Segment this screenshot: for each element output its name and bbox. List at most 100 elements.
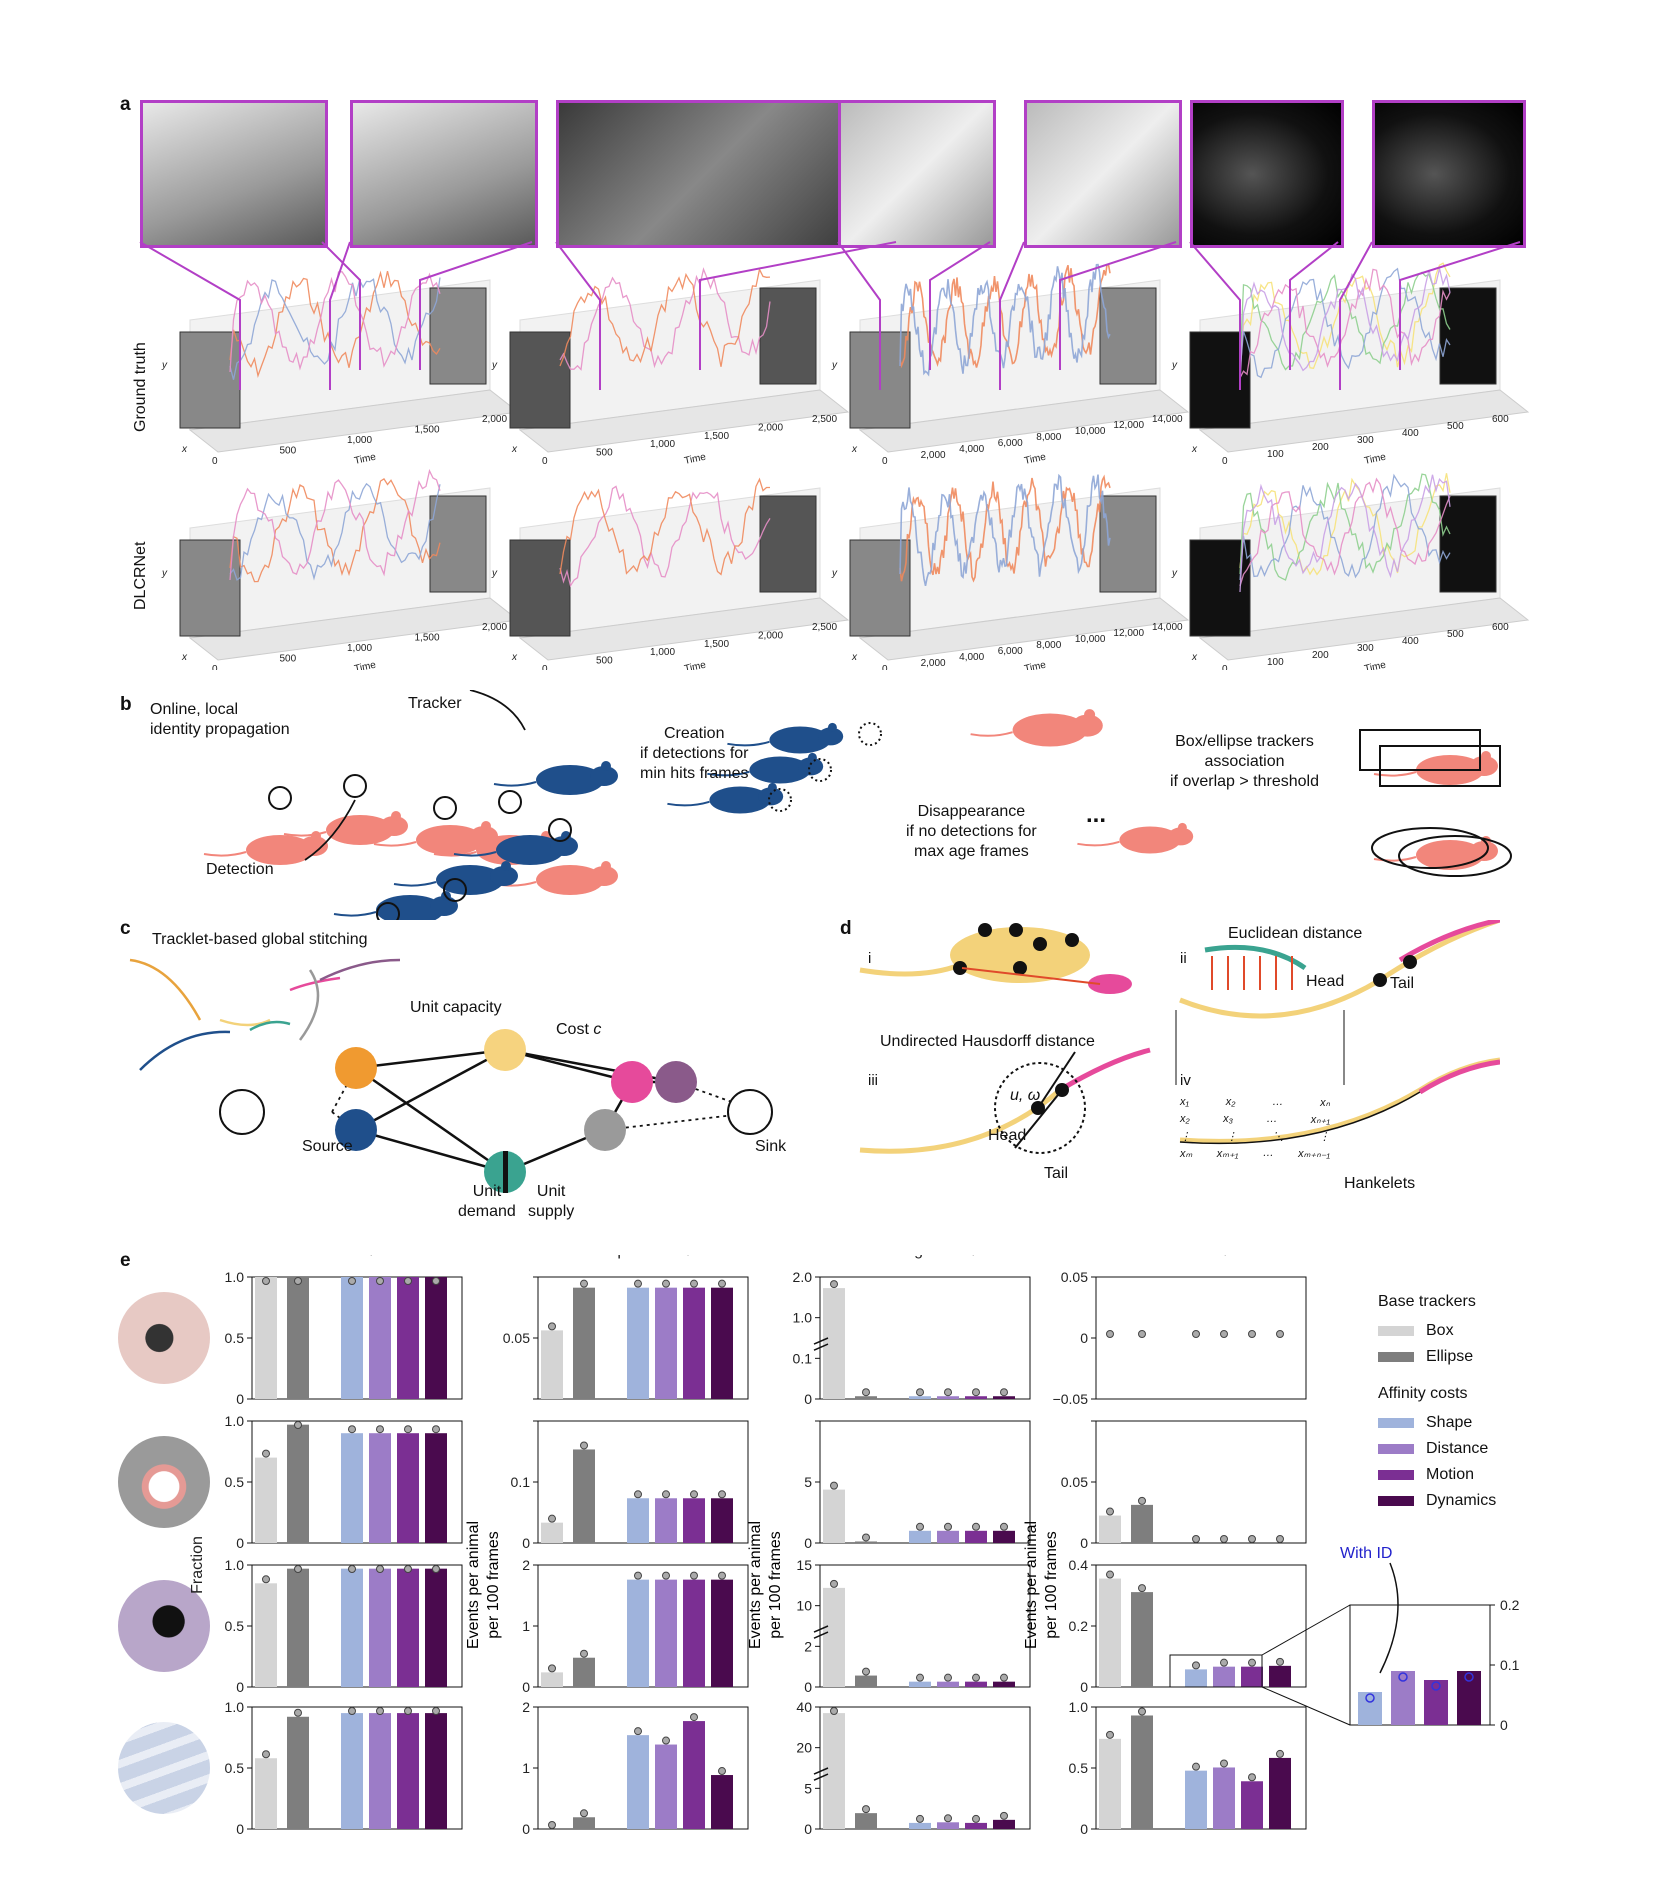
trajectory-line bbox=[229, 482, 441, 581]
matrix-brackets bbox=[1175, 1010, 1345, 1085]
bar-shape bbox=[1185, 1770, 1207, 1829]
legend-distance-label: Distance bbox=[1426, 1440, 1489, 1457]
bar-shape bbox=[909, 1822, 931, 1829]
bar-distance bbox=[369, 1277, 391, 1399]
data-point bbox=[944, 1673, 952, 1682]
data-point bbox=[830, 1579, 838, 1588]
bar-box bbox=[1099, 1738, 1121, 1829]
bar-dynamics bbox=[711, 1579, 733, 1687]
bar-dynamics bbox=[1269, 1757, 1291, 1829]
data-point bbox=[262, 1750, 270, 1759]
start-frame-image bbox=[179, 539, 241, 637]
data-point bbox=[548, 1514, 556, 1523]
inset-tick-label: 0.2 bbox=[1500, 1597, 1520, 1613]
y-tick-label: 0.4 bbox=[1069, 1557, 1089, 1573]
y-tick-label: 2.0 bbox=[793, 1269, 813, 1285]
y-tick-label: 1.0 bbox=[225, 1699, 245, 1715]
tracklet bbox=[249, 1020, 291, 1032]
creation-animal-head bbox=[758, 787, 784, 806]
row-label-dlcrnet: DLCRNet bbox=[132, 541, 149, 610]
data-point bbox=[972, 1814, 980, 1823]
axis-break bbox=[813, 1631, 829, 1639]
data-point bbox=[432, 1565, 440, 1573]
inset-tick-label: 0.1 bbox=[1500, 1657, 1520, 1673]
zoom-connector bbox=[929, 241, 991, 370]
data-point bbox=[916, 1388, 924, 1397]
y-tick-label: 0 bbox=[804, 1535, 812, 1551]
split-bar bbox=[503, 1151, 508, 1193]
detection-animal-ear bbox=[481, 821, 491, 831]
data-point bbox=[348, 1425, 356, 1434]
data-point bbox=[690, 1490, 698, 1499]
bar-box bbox=[255, 1457, 277, 1543]
axis-break bbox=[813, 1343, 829, 1351]
fish-photo-2 bbox=[1372, 100, 1526, 248]
matrix-cell: x₃ bbox=[1223, 1113, 1233, 1125]
tracked-animal bbox=[376, 895, 444, 920]
disappearing-animal-ear bbox=[1177, 822, 1187, 832]
y-tick-label: 0.5 bbox=[225, 1330, 245, 1346]
time-tick-label: 500 bbox=[596, 448, 613, 459]
sub-iii: iii bbox=[868, 1072, 878, 1089]
x-axis-label: x bbox=[181, 652, 188, 663]
network-edge bbox=[604, 1106, 764, 1131]
unit-supply-label: Unit supply bbox=[528, 1183, 575, 1220]
y-tick-label: 0 bbox=[522, 1821, 530, 1837]
time-tick-label: 0 bbox=[542, 456, 548, 467]
bar-box bbox=[823, 1713, 845, 1829]
data-point bbox=[1138, 1707, 1146, 1716]
bar-distance bbox=[369, 1433, 391, 1543]
y-tick-label: 0.1 bbox=[793, 1350, 813, 1366]
zoom-connector bbox=[1289, 241, 1339, 370]
trajectory-plots: 05001,0001,5002,000Timeyx05001,0001,5002… bbox=[139, 241, 1530, 670]
y-tick-label: 15 bbox=[796, 1557, 812, 1573]
bar-distance bbox=[655, 1287, 677, 1399]
source-node bbox=[219, 1089, 265, 1135]
box-animal-tail bbox=[1373, 771, 1417, 777]
matrix-cell: ⋱ bbox=[1272, 1131, 1284, 1143]
data-point bbox=[1192, 1661, 1200, 1670]
time-tick-label: 14,000 bbox=[1152, 414, 1183, 425]
matrix-cell: ⋮ bbox=[1318, 1131, 1330, 1143]
time-tick-label: 300 bbox=[1357, 643, 1374, 654]
bar-motion bbox=[683, 1287, 705, 1399]
bar-dynamics bbox=[711, 1287, 733, 1399]
network-edge bbox=[355, 1066, 510, 1175]
y-tick-label: 0 bbox=[804, 1679, 812, 1695]
time-tick-label: 500 bbox=[1447, 629, 1464, 640]
trajectory-line bbox=[1239, 268, 1451, 385]
x-axis-label: x bbox=[851, 652, 858, 663]
data-point bbox=[1276, 1330, 1284, 1338]
cost-text: Cost bbox=[556, 1021, 589, 1038]
inset-source-box bbox=[1169, 1654, 1263, 1688]
legend-motion-label: Motion bbox=[1426, 1466, 1475, 1483]
axis-break bbox=[813, 1767, 829, 1775]
data-point bbox=[634, 1490, 642, 1499]
data-point bbox=[830, 1707, 838, 1715]
tracked-animal-tail bbox=[493, 781, 537, 787]
data-point bbox=[634, 1571, 642, 1580]
data-point bbox=[580, 1279, 588, 1288]
time-tick-label: 500 bbox=[1447, 421, 1464, 432]
ii-teal-track bbox=[1204, 944, 1307, 971]
detection-circle bbox=[433, 796, 457, 820]
axis-break bbox=[813, 1773, 829, 1781]
axes-box bbox=[819, 1276, 1031, 1400]
legend-swatch-box bbox=[1378, 1326, 1414, 1336]
data-point bbox=[262, 1277, 270, 1285]
mice-photo-2 bbox=[350, 100, 538, 248]
data-point bbox=[972, 1388, 980, 1397]
data-point bbox=[548, 1821, 556, 1829]
trajectory-line bbox=[1239, 268, 1451, 379]
detection-animal-ear bbox=[601, 861, 611, 871]
tracked-animal-ear bbox=[601, 761, 611, 771]
tracked-animal-ear bbox=[561, 831, 571, 841]
data-point bbox=[718, 1767, 726, 1776]
bar-box bbox=[255, 1583, 277, 1687]
fading-animal-head bbox=[1072, 714, 1103, 737]
end-frame-image bbox=[429, 495, 487, 593]
bar-distance bbox=[369, 1568, 391, 1687]
keypoint bbox=[1033, 937, 1047, 951]
legend-ellipse-label: Ellipse bbox=[1426, 1348, 1474, 1365]
